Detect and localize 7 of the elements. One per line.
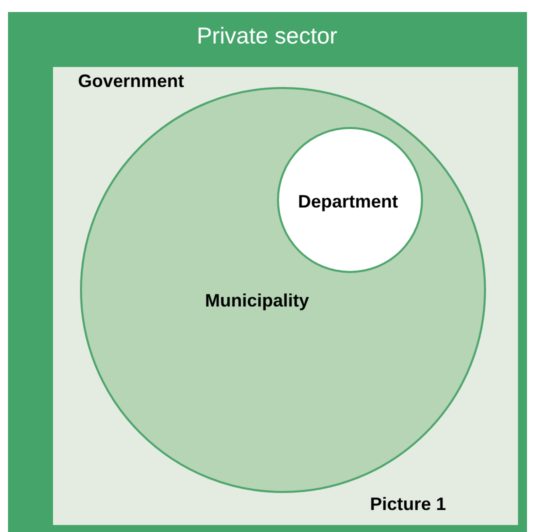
- inner-panel: [53, 67, 518, 525]
- panel-title: Private sector: [196, 22, 338, 50]
- figure-caption: Picture 1: [370, 494, 446, 515]
- group-label: Government: [78, 71, 184, 92]
- outer-panel: [8, 12, 527, 532]
- circle-label: Department: [298, 192, 398, 212]
- circle-label: Municipality: [205, 290, 309, 312]
